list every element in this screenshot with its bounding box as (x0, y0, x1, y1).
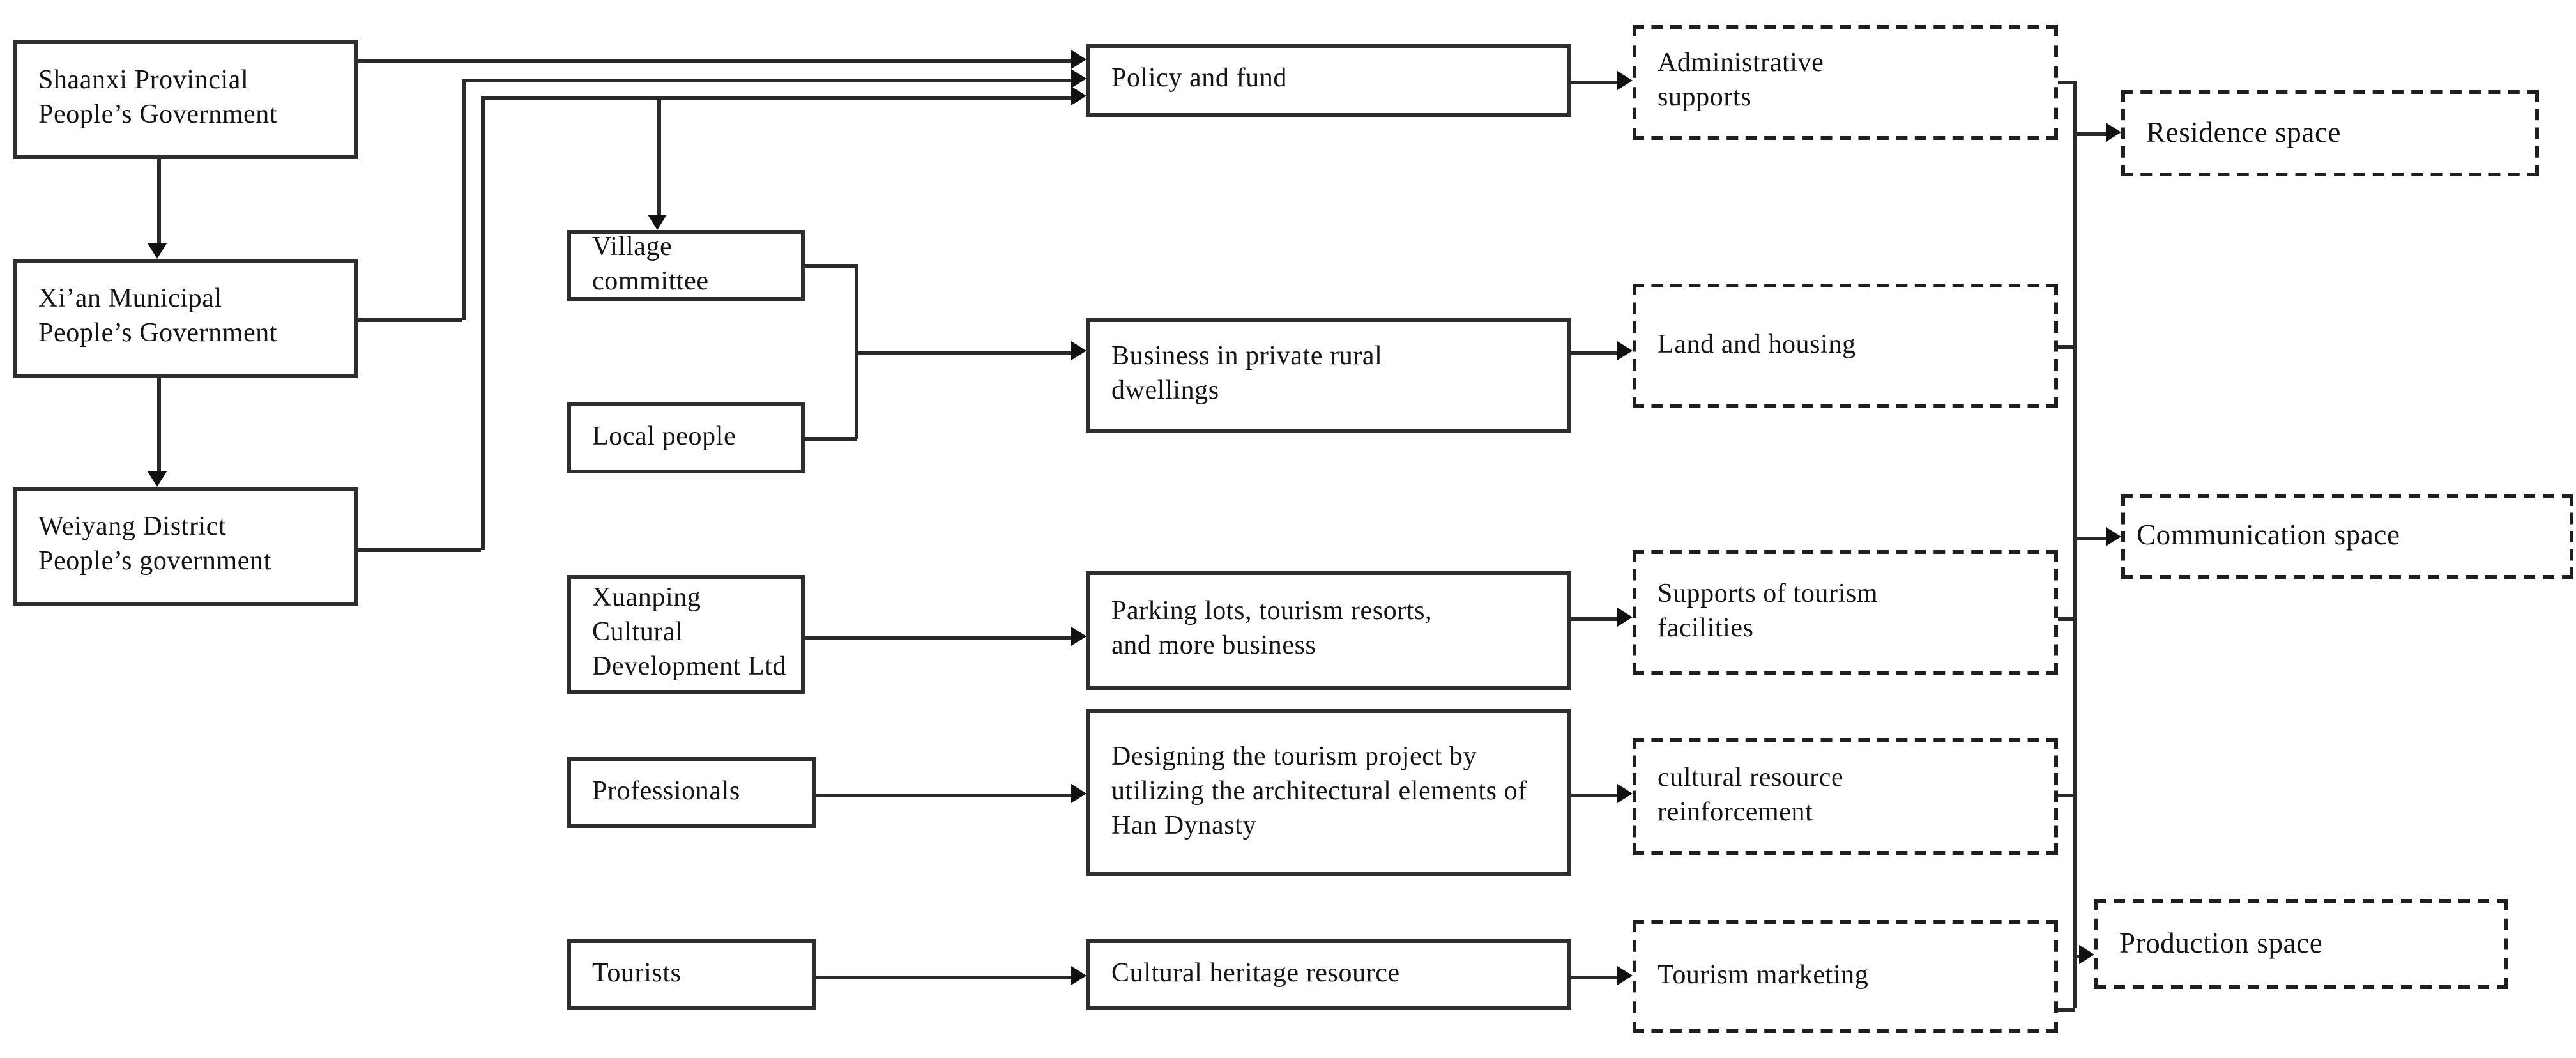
edge-village-merge-stub (805, 264, 857, 268)
edge-xian-to-policy-riser (462, 79, 465, 320)
node-xian-municipal-government: Xi’an Municipal People’s Government (13, 259, 358, 378)
arrowhead-into-parking (1071, 627, 1086, 646)
node-supports-of-tourism-facilities: Supports of tourism facilities (1633, 550, 2058, 675)
node-land-and-housing: Land and housing (1633, 284, 2058, 408)
node-village-committee: Village committee (567, 230, 805, 301)
node-cultural-resource-reinforcement: cultural resource reinforcement (1633, 738, 2058, 855)
node-label: Shaanxi Provincial People’s Government (38, 67, 278, 130)
arrowhead-into-policy-2 (1071, 69, 1086, 88)
node-label: Cultural heritage resource (1111, 959, 1400, 988)
edge-business-to-land-line (1571, 351, 1621, 354)
edge-xian-to-policy-stub (358, 318, 462, 321)
arrowhead-into-village (648, 215, 667, 230)
node-production-space: Production space (2094, 899, 2508, 989)
node-label: Designing the tourism project by utilizi… (1111, 742, 1527, 841)
arrowhead-into-designing (1071, 784, 1086, 803)
node-shaanxi-provincial-government: Shaanxi Provincial People’s Government (13, 40, 358, 159)
edge-marketing-to-trunk-tick (2058, 1008, 2075, 1011)
edge-weiyang-to-policy-line (481, 96, 1075, 99)
node-label: Xuanping Cultural Development Ltd (592, 585, 787, 682)
arrowhead-into-weiyang (148, 471, 167, 487)
arrowhead-into-marketing (1617, 966, 1633, 985)
node-label: Production space (2119, 928, 2323, 960)
edge-xuanping-to-parking-line (805, 636, 1075, 640)
arrowhead-into-admin (1617, 71, 1633, 90)
node-parking-lots-tourism-resorts: Parking lots, tourism resorts, and more … (1086, 571, 1571, 690)
edge-merge-to-business-line (855, 351, 1075, 354)
node-label: Residence space (2146, 118, 2342, 149)
arrowhead-into-policy-3 (1071, 86, 1086, 105)
edge-professionals-to-designing-line (816, 793, 1075, 797)
node-label: Supports of tourism facilities (1658, 579, 1879, 643)
arrowhead-into-heritage (1071, 966, 1086, 985)
edge-weiyang-to-policy-stub (358, 548, 481, 551)
node-designing-tourism-project: Designing the tourism project by utilizi… (1086, 709, 1571, 876)
edge-local-merge-stub (805, 437, 857, 440)
node-label: Administrative supports (1658, 50, 1824, 113)
node-tourists: Tourists (567, 939, 816, 1010)
node-xuanping-cultural-development: Xuanping Cultural Development Ltd (567, 575, 805, 694)
node-administrative-supports: Administrative supports (1633, 25, 2058, 140)
node-label: Business in private rural dwellings (1111, 343, 1383, 406)
arrowhead-into-cultural (1617, 784, 1633, 803)
node-label: Policy and fund (1111, 65, 1287, 94)
edge-xian-to-policy-line (462, 79, 1075, 82)
arrowhead-into-land (1617, 341, 1633, 360)
edge-trunk-to-residence-line (2073, 132, 2108, 135)
edge-heritage-to-marketing-line (1571, 976, 1621, 979)
arrowhead-into-xian (148, 243, 167, 259)
arrowhead-into-residence (2106, 123, 2121, 142)
edge-weiyang-to-policy-riser (481, 96, 484, 550)
edge-branch-to-village-line (657, 96, 660, 217)
node-label: Parking lots, tourism resorts, and more … (1111, 598, 1433, 661)
arrowhead-into-communication (2106, 527, 2121, 546)
node-label: Village committee (592, 233, 709, 296)
node-residence-space: Residence space (2121, 90, 2539, 176)
node-label: Tourism marketing (1658, 961, 1869, 990)
node-label: Tourists (592, 959, 682, 988)
edge-parking-to-supports-line (1571, 617, 1621, 620)
arrowhead-into-production (2079, 945, 2094, 964)
node-label: Local people (592, 422, 736, 452)
node-label: Professionals (592, 777, 740, 806)
edge-policy-to-admin-line (1571, 80, 1621, 84)
edge-shaanxi-to-xian-line (157, 159, 160, 245)
node-label: cultural resource reinforcement (1658, 763, 1844, 827)
node-policy-and-fund: Policy and fund (1086, 44, 1571, 117)
arrowhead-into-policy-1 (1071, 50, 1086, 69)
edge-supports-to-trunk-tick (2058, 617, 2075, 620)
edge-shaanxi-to-policy-line (358, 59, 1075, 63)
edge-admin-to-trunk-tick (2058, 80, 2075, 84)
arrowhead-into-business (1071, 341, 1086, 360)
node-tourism-marketing: Tourism marketing (1633, 920, 2058, 1033)
node-professionals: Professionals (567, 757, 816, 828)
edge-tourists-to-heritage-line (816, 976, 1075, 979)
node-label: Land and housing (1658, 330, 1856, 360)
node-local-people: Local people (567, 402, 805, 473)
edge-designing-to-cultural-line (1571, 793, 1621, 797)
edge-cultural-to-trunk-tick (2058, 793, 2075, 797)
node-weiyang-district-government: Weiyang District People’s government (13, 487, 358, 606)
edge-trunk-to-production-line (2073, 954, 2083, 958)
arrowhead-into-supports (1617, 608, 1633, 627)
edge-land-to-trunk-tick (2058, 345, 2075, 348)
node-label: Weiyang District People’s government (38, 514, 271, 577)
spaces-trunk-line (2073, 80, 2077, 1008)
node-label: Communication space (2137, 521, 2400, 552)
edge-xian-to-weiyang-line (157, 378, 160, 473)
edge-trunk-to-communication-line (2073, 537, 2108, 540)
node-label: Xi’an Municipal People’s Government (38, 286, 278, 349)
node-business-private-rural-dwellings: Business in private rural dwellings (1086, 318, 1571, 433)
node-communication-space: Communication space (2121, 494, 2573, 579)
node-cultural-heritage-resource: Cultural heritage resource (1086, 939, 1571, 1010)
